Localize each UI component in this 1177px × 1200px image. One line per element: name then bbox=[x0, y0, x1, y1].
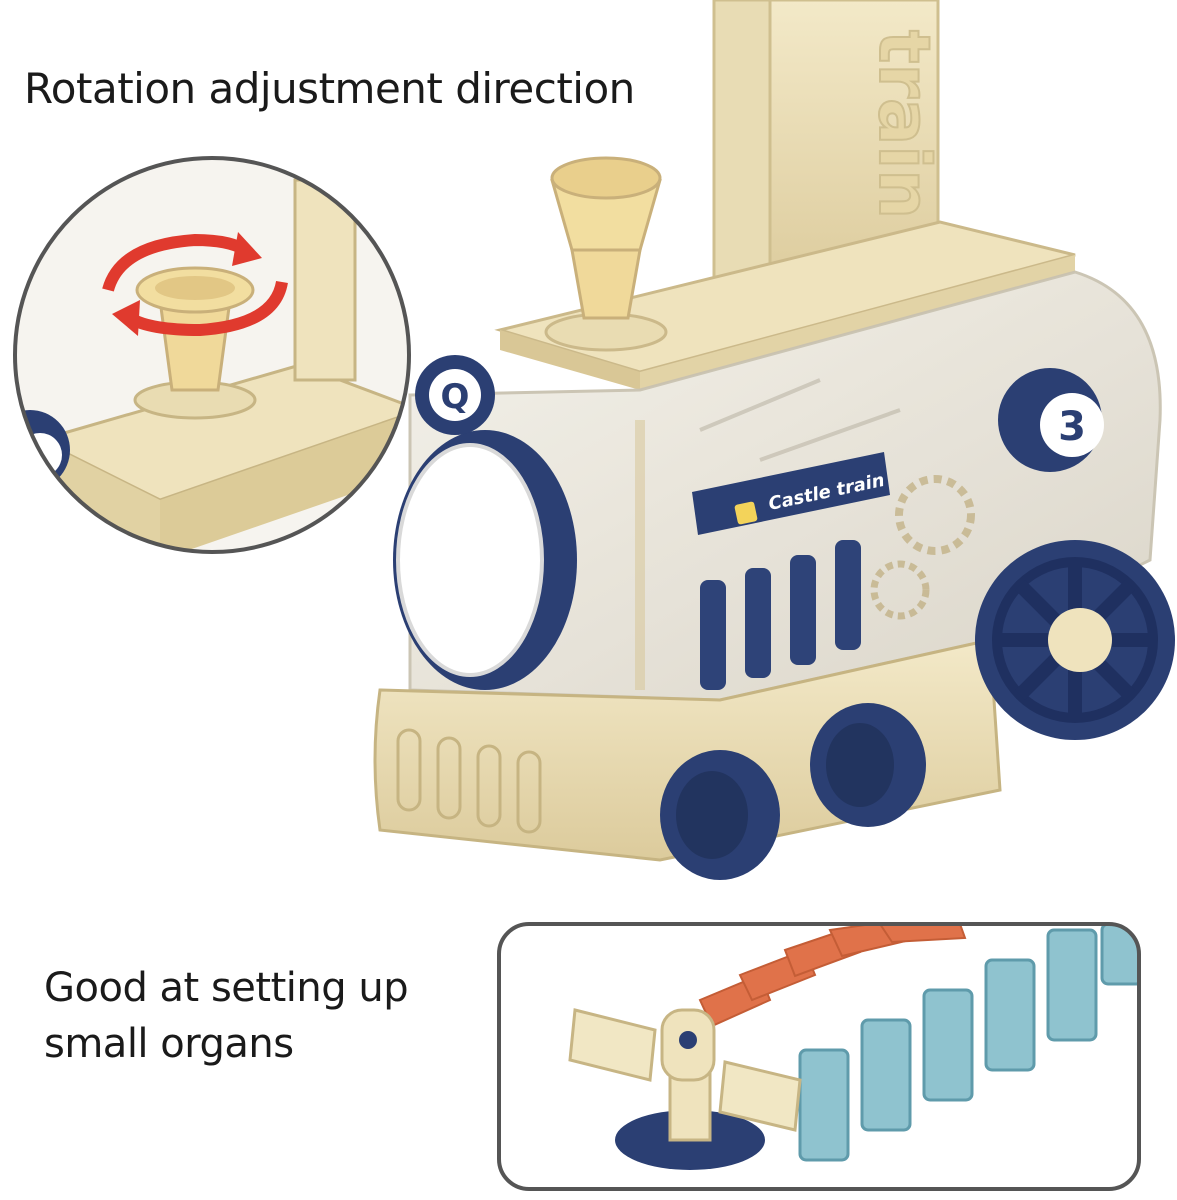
caption-setup-line1: Good at setting up bbox=[44, 965, 409, 1011]
domino-setup-inset bbox=[497, 922, 1141, 1191]
domino-slots bbox=[700, 540, 861, 690]
castle-train-badge: Castle train bbox=[692, 452, 890, 535]
rear-wheel bbox=[975, 540, 1175, 740]
train-tower: train bbox=[712, 0, 946, 298]
front-knob: Q bbox=[415, 355, 495, 435]
front-wheels bbox=[660, 703, 926, 880]
train-toy: train bbox=[373, 0, 1175, 880]
caption-rotation: Rotation adjustment direction bbox=[24, 64, 635, 113]
knob-letter: Q bbox=[441, 377, 470, 417]
windmill-organ bbox=[568, 1008, 802, 1170]
side-number-knob: 3 bbox=[998, 368, 1104, 472]
side-number: 3 bbox=[1058, 404, 1086, 450]
chimney bbox=[544, 156, 668, 352]
tower-label: train bbox=[863, 30, 945, 219]
caption-setup: Good at setting up small organs bbox=[44, 960, 409, 1072]
rotation-inset bbox=[13, 156, 411, 554]
headlight bbox=[393, 430, 577, 690]
caption-setup-line2: small organs bbox=[44, 1021, 294, 1067]
